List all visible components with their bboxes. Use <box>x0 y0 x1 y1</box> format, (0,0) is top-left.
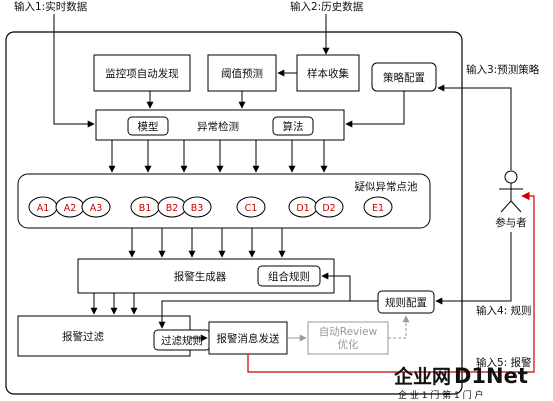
combine-rules-box <box>257 265 321 287</box>
filter-rules-label: 过滤规则 <box>161 334 203 347</box>
generator-to-filter-arrows <box>90 293 138 315</box>
algorithm-box <box>272 116 314 136</box>
point-ellipse <box>363 196 393 218</box>
actor-to-ruleconfig-arrow <box>435 232 512 305</box>
monitor-discovery-box <box>93 54 191 92</box>
review-to-ruleconfig-arrow <box>388 315 410 339</box>
actor-label: 参与者 <box>495 216 527 229</box>
suspect-pool-title: 疑似异常点池 <box>355 180 418 193</box>
actor-to-strategy-arrow <box>437 84 512 170</box>
input4-label: 输入4: 规则 <box>476 304 532 317</box>
point-label: A3 <box>90 203 103 214</box>
algorithm-label: 算法 <box>283 120 304 133</box>
point-label: C1 <box>245 203 258 214</box>
point-ellipse <box>314 196 344 218</box>
point-label: B3 <box>191 203 204 214</box>
threshold-prediction-label: 阈值预测 <box>221 67 263 80</box>
ruleconfig-to-filter-arrow <box>158 300 378 329</box>
watermark-brand-part1: 企业网 <box>393 365 451 388</box>
sample-collection-box <box>296 54 360 92</box>
anomaly-detection-label: 异常检测 <box>197 120 239 133</box>
point-label: D1 <box>296 203 309 214</box>
point-label: E1 <box>372 203 384 214</box>
input2-label: 输入2:历史数据 <box>290 0 364 13</box>
point-ellipse <box>182 196 212 218</box>
watermark-subtitle: 企 业 1 门 第 1 门 户 <box>398 389 483 401</box>
point-label: B1 <box>139 203 152 214</box>
point-label: D2 <box>322 203 335 214</box>
pool-to-generator-arrows <box>128 228 286 258</box>
watermark-brand-part2: D1Net <box>454 364 528 388</box>
point-label: A2 <box>64 203 77 214</box>
combine-rules-label: 组合规则 <box>268 270 310 283</box>
system-boundary <box>5 31 463 395</box>
model-box <box>127 116 169 136</box>
rule-config-label: 规则配置 <box>385 296 427 309</box>
monitor-discovery-label: 监控项自动发现 <box>105 67 179 80</box>
detect-to-pool-arrows <box>108 140 328 173</box>
point-ellipse <box>81 196 111 218</box>
input1-arrow <box>53 14 95 128</box>
point-ellipses: A1 A2 A3 B1 B2 B3 C1 D1 D2 E1 <box>28 196 393 218</box>
sample-collection-label: 样本收集 <box>307 67 349 80</box>
rule-config-box <box>377 290 435 314</box>
alarm-filter-label: 报警过滤 <box>62 330 104 343</box>
alarm-send-box <box>208 321 288 355</box>
alarm-generator-label: 报警生成器 <box>174 270 227 283</box>
model-label: 模型 <box>138 120 159 133</box>
point-ellipse <box>236 196 266 218</box>
input1-label: 输入1:实时数据 <box>14 0 88 13</box>
input3-label: 输入3:预测策略 <box>466 63 540 76</box>
actor-icon <box>499 170 523 213</box>
send-to-actor-feedback-arrow <box>247 191 535 373</box>
input5-label: 输入5: 报警 <box>476 356 532 369</box>
point-label: A1 <box>37 203 50 214</box>
auto-review-box <box>307 321 389 355</box>
strategy-to-detect-arrow <box>345 91 405 128</box>
point-label: B2 <box>166 203 179 214</box>
alarm-send-label: 报警消息发送 <box>217 332 280 345</box>
auto-review-line2: 优化 <box>338 338 359 351</box>
auto-review-line1: 自动Review <box>319 325 378 338</box>
strategy-config-label: 策略配置 <box>383 71 425 84</box>
watermark-logo: 企业网 D1Net 企 业 1 门 第 1 门 户 <box>393 364 528 401</box>
